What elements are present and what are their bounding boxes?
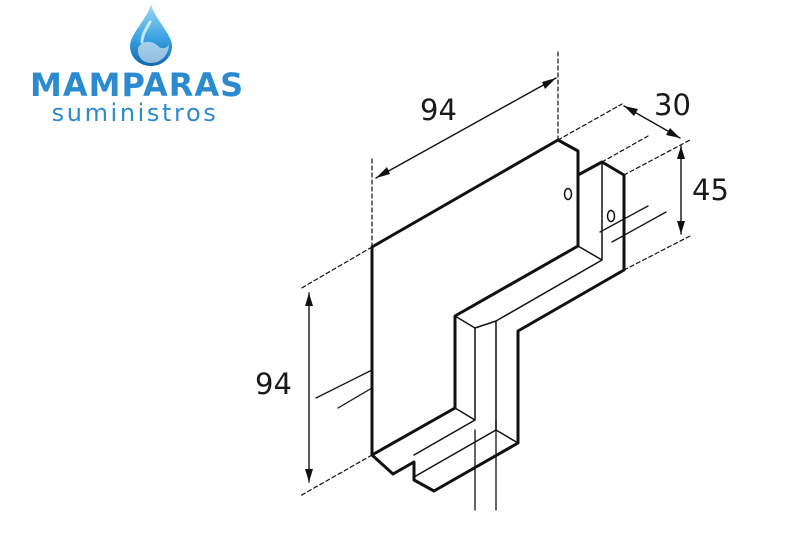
arrow-left-start	[305, 293, 313, 306]
mounting-hole-1	[563, 187, 573, 201]
logo-subtitle-text: suministros	[51, 99, 219, 127]
dimension-label-height: 45	[692, 173, 729, 207]
logo-brand-text: MAMPARAS	[30, 66, 245, 104]
dimension-label-top-width: 94	[420, 93, 457, 127]
arrow-top-start	[376, 167, 390, 178]
connector-front-outline	[370, 138, 580, 457]
dimension-label-left-height: 94	[255, 367, 292, 401]
water-drop-icon	[130, 4, 172, 66]
dimension-line-top	[375, 77, 557, 179]
arrow-depth-start	[624, 106, 638, 116]
arrow-depth-end	[666, 128, 680, 138]
arrow-top-end	[542, 78, 556, 89]
rail-lines	[315, 205, 667, 511]
arrow-left-end	[305, 469, 313, 482]
connector-inner-edges	[413, 161, 603, 478]
brand-logo: MAMPARAS suministros	[30, 2, 245, 127]
connector-back-outline	[370, 160, 626, 493]
arrow-height-start	[677, 146, 685, 159]
extension-lines	[299, 51, 693, 497]
dimension-label-depth: 30	[654, 88, 691, 122]
arrow-height-end	[677, 221, 685, 234]
mounting-hole-2	[606, 209, 616, 223]
